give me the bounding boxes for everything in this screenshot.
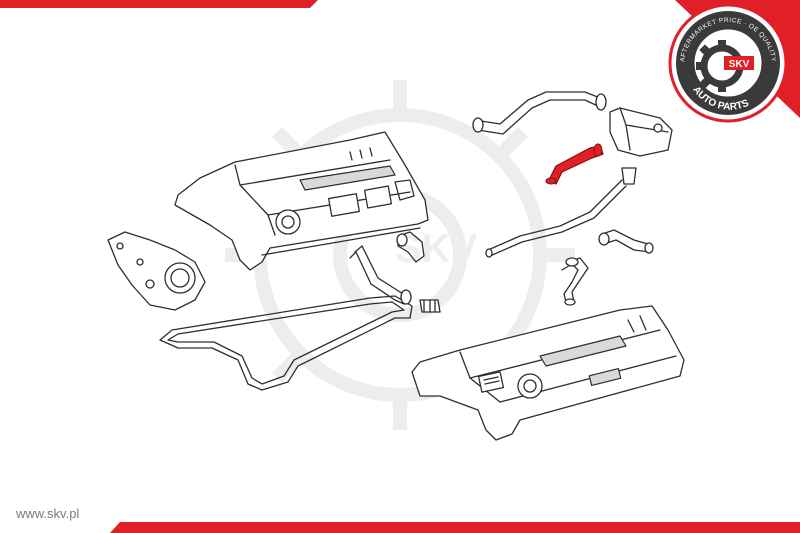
curved-hose-right xyxy=(561,257,589,306)
top-red-stripe xyxy=(0,0,318,8)
valve-cover-gasket xyxy=(159,295,413,391)
valve-cover-upper xyxy=(174,131,429,271)
highlighted-hose xyxy=(545,143,604,185)
elbow-hose-small xyxy=(396,231,425,263)
breather-hose-upper xyxy=(472,91,607,135)
badge-center-text: SKV xyxy=(729,59,750,70)
website-url[interactable]: www.skv.pl xyxy=(16,506,80,521)
brand-badge: SKV AFTERMARKET PRICE · OE QUALITY AUTO … xyxy=(668,3,788,123)
timing-flange-cover xyxy=(107,231,206,311)
watermark-text: SKV xyxy=(395,227,478,271)
pcv-valve-housing xyxy=(609,107,673,185)
bottom-red-stripe xyxy=(110,522,800,533)
elbow-hose-right xyxy=(598,229,654,254)
nipple-fitting xyxy=(419,299,441,313)
breather-hose-left xyxy=(349,245,412,305)
vent-hose-long xyxy=(485,179,627,258)
valve-cover-lower xyxy=(411,305,685,441)
